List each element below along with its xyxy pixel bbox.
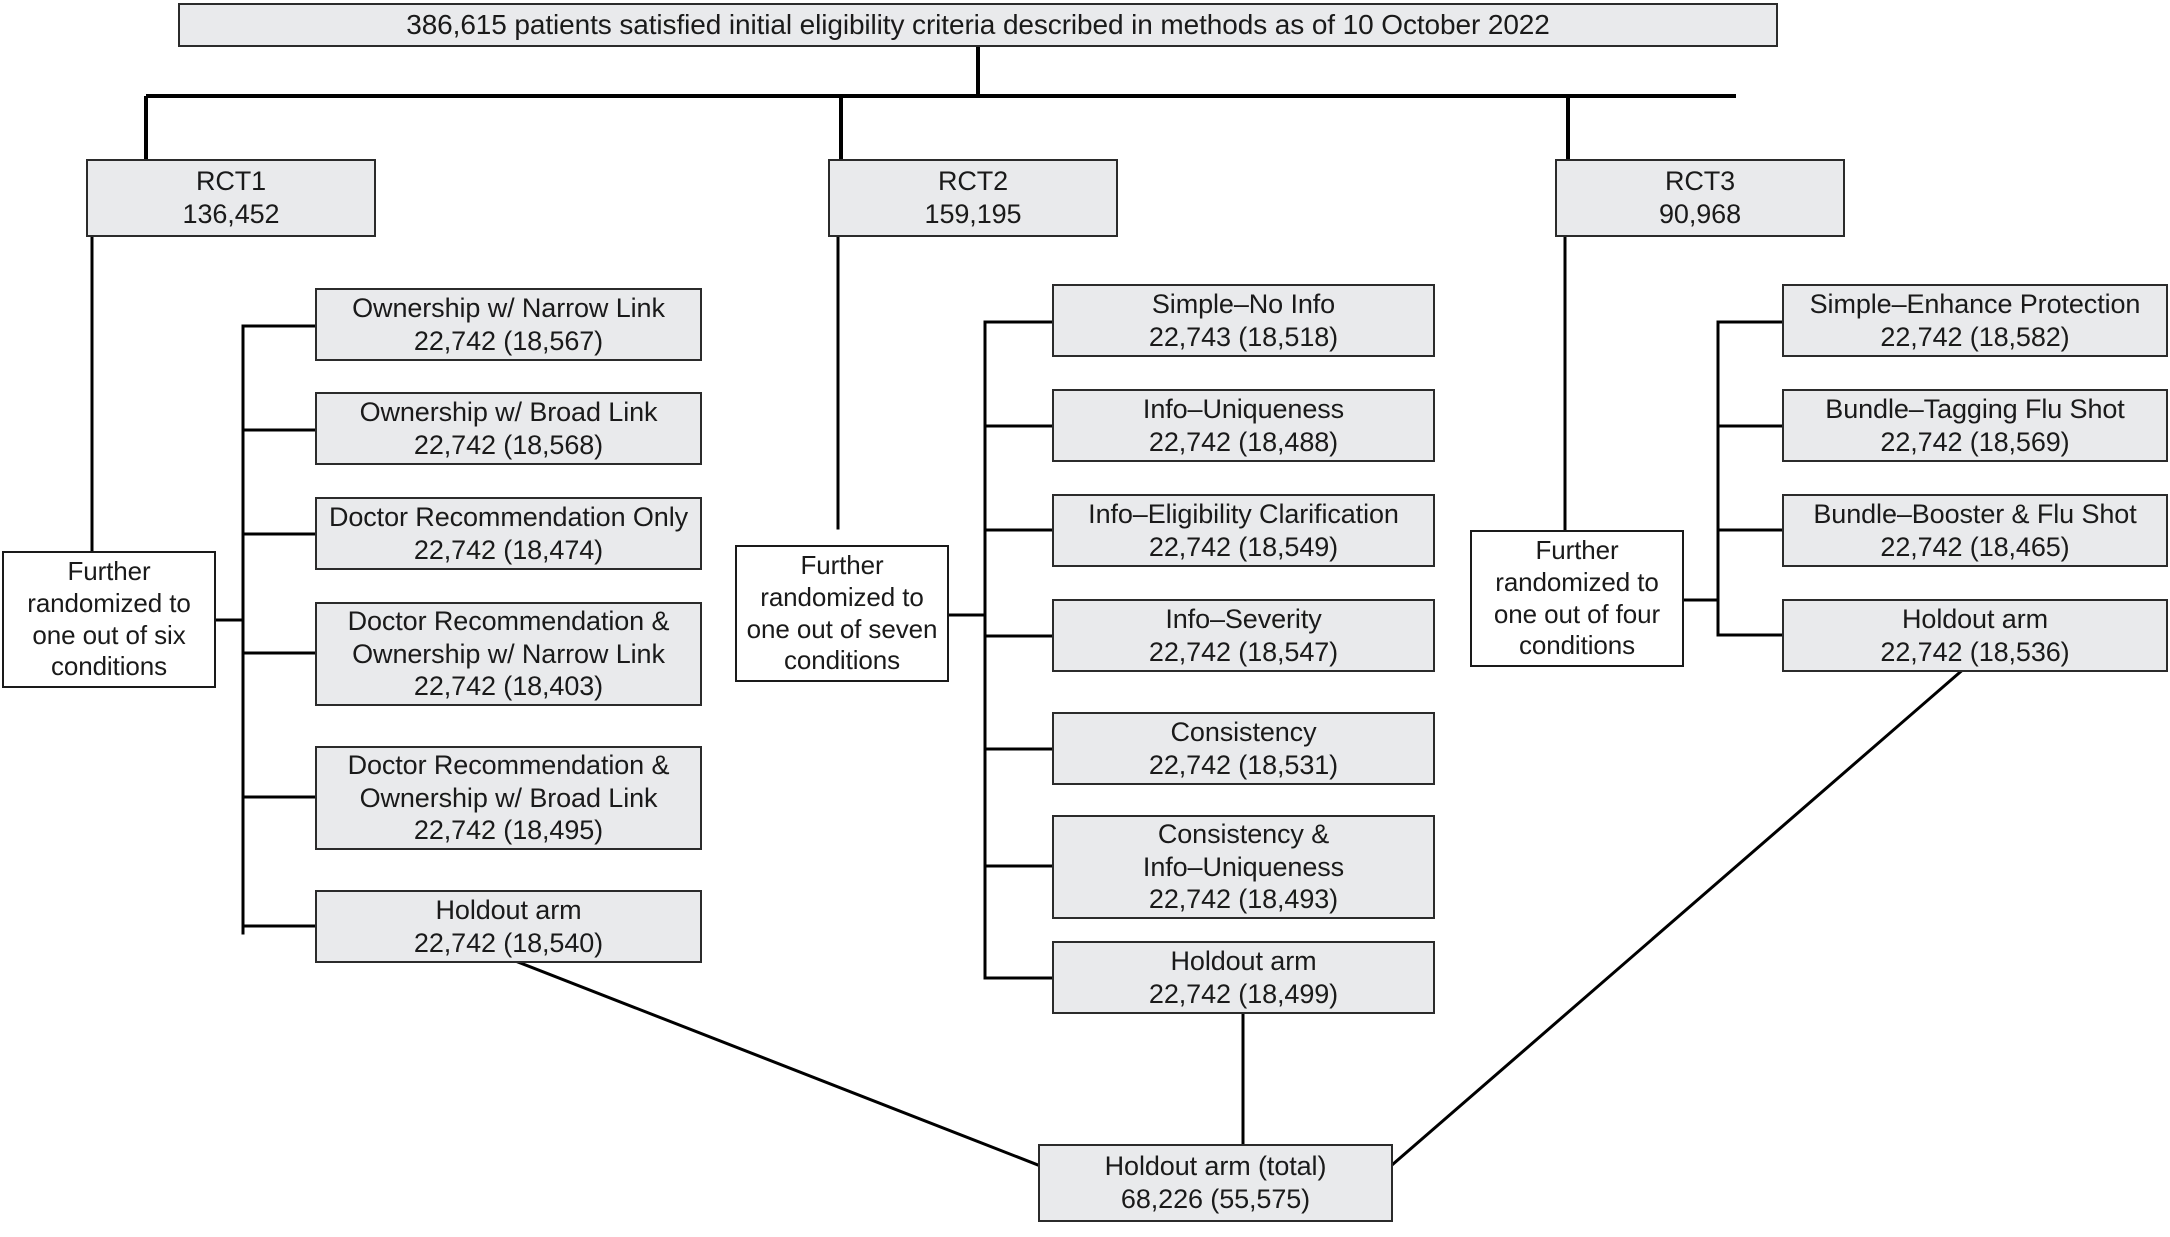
- rct2-arm-1-box[interactable]: Simple–No Info 22,743 (18,518): [1052, 284, 1435, 357]
- rct1-count: 136,452: [182, 199, 280, 229]
- rct1-randomizer-box[interactable]: Further randomized to one out of six con…: [2, 551, 216, 688]
- rct2-count: 159,195: [924, 199, 1022, 229]
- rct2-randomizer-line-4: conditions: [783, 645, 901, 676]
- rct1-arm-1-box[interactable]: Ownership w/ Narrow Link 22,742 (18,567): [315, 288, 702, 361]
- rct1-name: RCT1: [195, 166, 267, 197]
- line-rct3-holdout-to-total: [1389, 664, 1969, 1168]
- rct2-arm-3-label: Info–Eligibility Clarification: [1088, 498, 1399, 529]
- rct3-randomizer-line-2: randomized to: [1495, 566, 1659, 597]
- rct3-arm-1-label: Simple–Enhance Protection: [1809, 288, 2141, 319]
- rct1-randomizer-line-1: Further: [67, 556, 151, 587]
- rct2-arm-1-count: 22,743 (18,518): [1148, 321, 1339, 352]
- rct1-arm-5-label-2: Ownership w/ Broad Link: [359, 782, 658, 813]
- line-rct1-holdout-to-total: [498, 953, 1040, 1167]
- total-holdout-box[interactable]: Holdout arm (total) 68,226 (55,575): [1038, 1144, 1393, 1222]
- rct1-randomizer-line-2: randomized to: [27, 587, 191, 618]
- total-holdout-label: Holdout arm (total): [1104, 1151, 1327, 1182]
- rct2-arm-5-label: Consistency: [1170, 716, 1317, 747]
- rct1-arm-6-label: Holdout arm: [435, 894, 582, 925]
- rct1-arm-4-box[interactable]: Doctor Recommendation & Ownership w/ Nar…: [315, 602, 702, 706]
- rct2-arm-5-count: 22,742 (18,531): [1148, 749, 1339, 780]
- root-box[interactable]: 386,615 patients satisfied initial eligi…: [178, 3, 1778, 47]
- rct2-arm-4-box[interactable]: Info–Severity 22,742 (18,547): [1052, 599, 1435, 672]
- rct1-arm-1-label: Ownership w/ Narrow Link: [352, 292, 665, 323]
- rct1-arm-4-count: 22,742 (18,403): [413, 671, 604, 702]
- rct2-arm-4-count: 22,742 (18,547): [1148, 636, 1339, 667]
- rct1-randomizer-line-4: conditions: [50, 651, 168, 682]
- rct2-arm-3-count: 22,742 (18,549): [1148, 531, 1339, 562]
- rct2-box[interactable]: RCT2 159,195: [828, 159, 1118, 237]
- rct2-name: RCT2: [937, 166, 1009, 197]
- rct3-arm-1-box[interactable]: Simple–Enhance Protection 22,742 (18,582…: [1782, 284, 2168, 357]
- rct2-arm-6-count: 22,742 (18,493): [1148, 884, 1339, 915]
- rct3-arm-4-count: 22,742 (18,536): [1880, 636, 2070, 667]
- rct2-arm-7-count: 22,742 (18,499): [1148, 978, 1339, 1009]
- rct3-arm-2-box[interactable]: Bundle–Tagging Flu Shot 22,742 (18,569): [1782, 389, 2168, 462]
- rct1-arm-2-box[interactable]: Ownership w/ Broad Link 22,742 (18,568): [315, 392, 702, 465]
- rct3-name: RCT3: [1664, 166, 1736, 197]
- rct3-arm-2-label: Bundle–Tagging Flu Shot: [1825, 393, 2125, 424]
- rct1-arm-1-count: 22,742 (18,567): [413, 325, 604, 356]
- rct1-randomizer-line-3: one out of six: [32, 619, 186, 650]
- rct3-arm-3-label: Bundle–Booster & Flu Shot: [1813, 498, 2137, 529]
- rct3-randomizer-line-3: one out of four: [1493, 598, 1661, 629]
- rct1-arm-4-label-2: Ownership w/ Narrow Link: [352, 638, 665, 669]
- rct2-arm-6-label-2: Info–Uniqueness: [1142, 851, 1345, 882]
- rct2-randomizer-line-2: randomized to: [760, 581, 924, 612]
- rct3-arm-4-label: Holdout arm: [1902, 603, 2048, 634]
- rct2-randomizer-box[interactable]: Further randomized to one out of seven c…: [735, 545, 949, 682]
- rct3-randomizer-box[interactable]: Further randomized to one out of four co…: [1470, 530, 1684, 667]
- rct1-arm-2-count: 22,742 (18,568): [413, 429, 604, 460]
- rct2-arm-1-label: Simple–No Info: [1151, 288, 1336, 319]
- rct1-box[interactable]: RCT1 136,452: [86, 159, 376, 237]
- rct3-count: 90,968: [1659, 199, 1741, 229]
- rct3-arm-3-count: 22,742 (18,465): [1880, 531, 2070, 562]
- rct1-arm-3-box[interactable]: Doctor Recommendation Only 22,742 (18,47…: [315, 497, 702, 570]
- rct1-arm-6-count: 22,742 (18,540): [413, 927, 604, 958]
- rct3-randomizer-line-1: Further: [1535, 535, 1619, 566]
- rct2-arm-5-box[interactable]: Consistency 22,742 (18,531): [1052, 712, 1435, 785]
- rct2-arm-6-label-1: Consistency &: [1157, 818, 1330, 849]
- rct2-arm-7-label: Holdout arm: [1170, 945, 1317, 976]
- root-label: 386,615 patients satisfied initial eligi…: [406, 8, 1550, 40]
- rct2-arm-6-box[interactable]: Consistency & Info–Uniqueness 22,742 (18…: [1052, 815, 1435, 919]
- rct2-arm-4-label: Info–Severity: [1165, 603, 1322, 634]
- rct3-arm-3-box[interactable]: Bundle–Booster & Flu Shot 22,742 (18,465…: [1782, 494, 2168, 567]
- rct1-arm-5-count: 22,742 (18,495): [413, 815, 604, 846]
- rct2-arm-2-count: 22,742 (18,488): [1148, 426, 1339, 457]
- rct3-arm-1-count: 22,742 (18,582): [1880, 321, 2070, 352]
- rct1-arm-5-label-1: Doctor Recommendation &: [347, 749, 670, 780]
- rct1-arm-3-count: 22,742 (18,474): [413, 534, 604, 565]
- rct2-randomizer-line-1: Further: [800, 550, 884, 581]
- rct3-arm-2-count: 22,742 (18,569): [1880, 426, 2070, 457]
- rct2-arm-7-box[interactable]: Holdout arm 22,742 (18,499): [1052, 941, 1435, 1014]
- rct2-arm-2-label: Info–Uniqueness: [1142, 393, 1345, 424]
- rct3-box[interactable]: RCT3 90,968: [1555, 159, 1845, 237]
- total-holdout-count: 68,226 (55,575): [1120, 1184, 1311, 1214]
- rct1-arm-3-label: Doctor Recommendation Only: [328, 501, 689, 532]
- rct1-arm-6-box[interactable]: Holdout arm 22,742 (18,540): [315, 890, 702, 963]
- rct1-arm-2-label: Ownership w/ Broad Link: [359, 396, 658, 427]
- rct3-randomizer-line-4: conditions: [1518, 630, 1636, 661]
- rct2-arm-2-box[interactable]: Info–Uniqueness 22,742 (18,488): [1052, 389, 1435, 462]
- rct1-arm-5-box[interactable]: Doctor Recommendation & Ownership w/ Bro…: [315, 746, 702, 850]
- rct1-arm-4-label-1: Doctor Recommendation &: [347, 605, 670, 636]
- rct2-arm-3-box[interactable]: Info–Eligibility Clarification 22,742 (1…: [1052, 494, 1435, 567]
- rct2-randomizer-line-3: one out of seven: [746, 613, 938, 644]
- rct3-arm-4-box[interactable]: Holdout arm 22,742 (18,536): [1782, 599, 2168, 672]
